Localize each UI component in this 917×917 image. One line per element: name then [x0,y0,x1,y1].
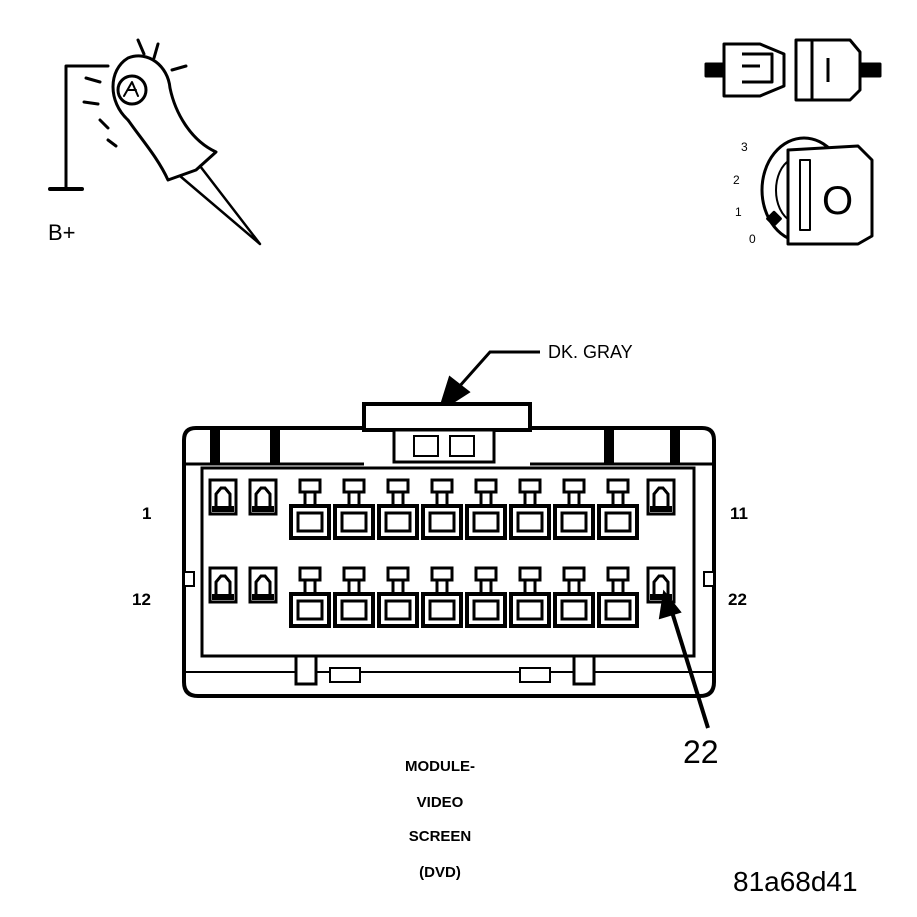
pin-cavity-13 [248,566,278,604]
pin-label-22: 22 [728,590,747,609]
pin-cavity-16 [377,566,419,628]
pin-cavity-9 [553,478,595,540]
connector-plug-icon [704,38,882,102]
pin-label-1: 1 [142,504,152,523]
pin-cavity-2 [248,478,278,516]
pin-cavity-21 [597,566,639,628]
pin-cavity-1 [208,478,238,516]
module-name-line-1: MODULE- [405,758,475,775]
pin-cavity-11 [646,478,676,516]
pin-cavity-7 [465,478,507,540]
probe-label: B+ [48,220,76,245]
pin-cavity-15 [333,566,375,628]
pin-cavity-4 [333,478,375,540]
pin-cavity-14 [289,566,331,628]
figure-code: 81a68d41 [733,866,858,897]
pin-label-12: 12 [132,590,151,609]
pin-cavity-22 [646,566,676,604]
ignition-key-letter: O [822,179,853,223]
pin-callout-label: 22 [683,734,719,770]
pin-cavity-19 [509,566,551,628]
pin-cavity-10 [597,478,639,540]
ignition-position-2: 2 [733,173,740,187]
wire-color-leader [437,350,540,414]
module-name-line-4: (DVD) [419,864,461,881]
module-name-line-3: SCREEN [408,828,472,845]
pin-cavity-20 [553,566,595,628]
pin-cavity-3 [289,478,331,540]
pin-cavity-12 [208,566,238,604]
module-name-line-2: VIDEO [416,794,464,811]
test-probe-icon [48,38,262,246]
wire-color-label: DK. GRAY [548,342,633,362]
pin-cavity-6 [421,478,463,540]
pin-cavity-5 [377,478,419,540]
pin-label-11: 11 [730,504,748,523]
ignition-position-3: 3 [741,140,748,154]
ignition-position-1: 1 [735,205,742,219]
connector-face-icon [182,402,716,698]
pin-cavity-8 [509,478,551,540]
pin-cavity-17 [421,566,463,628]
ignition-key-icon [760,136,874,246]
pin-cavity-18 [465,566,507,628]
ignition-position-0: 0 [749,232,756,246]
terminal-cavities [208,478,676,628]
pin-22-callout-arrow [658,589,710,729]
